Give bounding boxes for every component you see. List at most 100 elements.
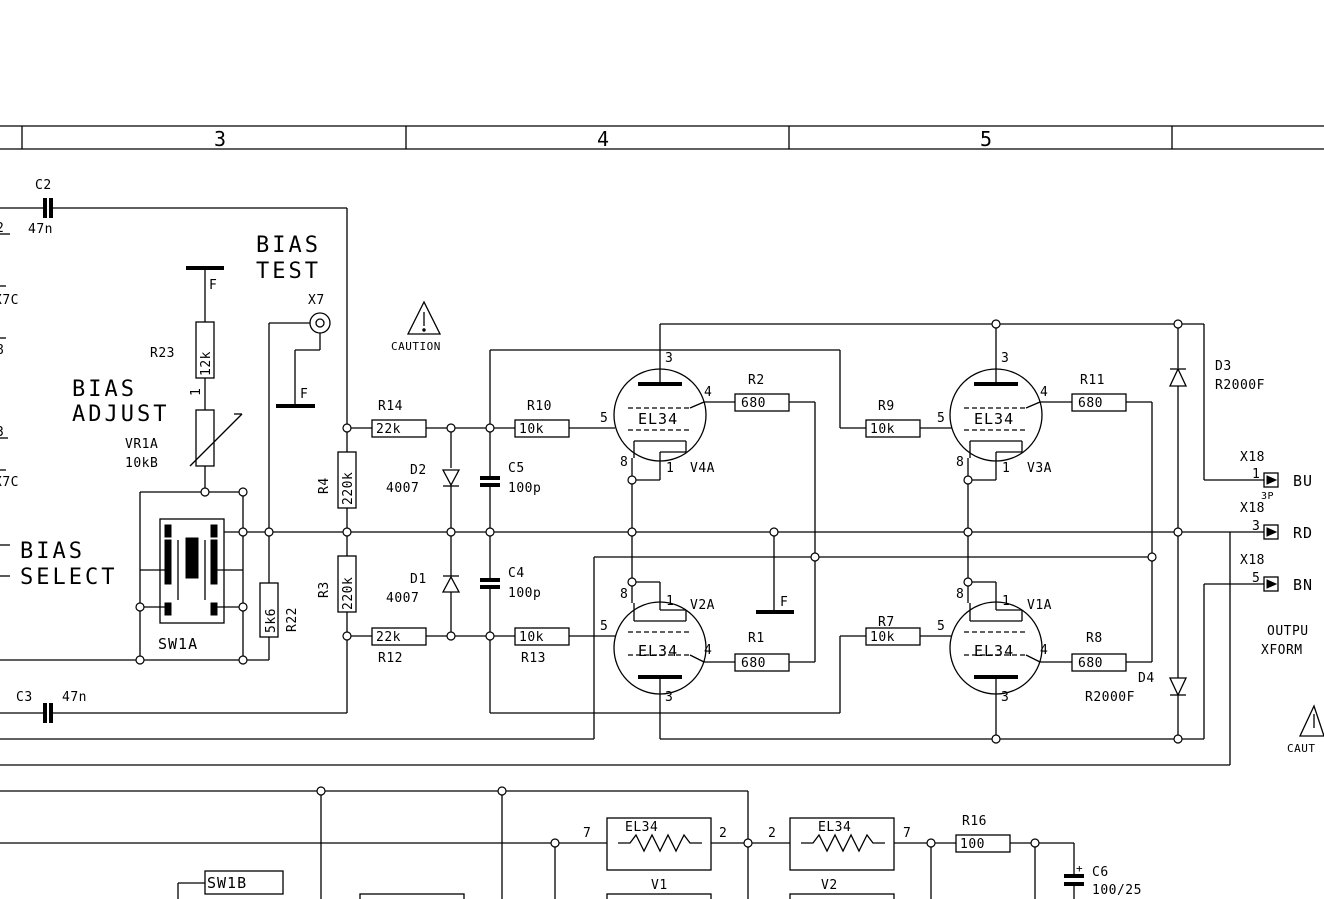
- r4-ref: R4: [317, 477, 332, 494]
- capacitors-c4-c5: C5 100p C4 100p: [480, 350, 541, 713]
- r10-value: 10k: [519, 422, 544, 437]
- v1a-pin-screen: 4: [1040, 643, 1048, 658]
- heater-v2: [789, 817, 895, 871]
- caution-symbol: CAUTION: [391, 300, 442, 353]
- output-xform-line2: XFORM: [1261, 643, 1303, 658]
- column-label-5: 5: [980, 127, 992, 151]
- heater-v1: [606, 817, 712, 871]
- heater-v2-pin-right: 7: [903, 826, 911, 841]
- v4a-pin-cathode: 8: [620, 455, 628, 470]
- r3-ref: R3: [317, 581, 332, 598]
- bias-bus: F: [347, 531, 1180, 614]
- cathode-links: [631, 480, 969, 582]
- heater-v1-ref: V1: [651, 878, 668, 893]
- column-label-3: 3: [214, 127, 226, 151]
- x18-pin-1-name: BU: [1293, 472, 1313, 490]
- bias-test-label-line1: BIAS: [256, 233, 321, 258]
- v1a-pin-anode: 3: [1001, 690, 1009, 705]
- r7-ref: R7: [878, 615, 895, 630]
- d4-value: R2000F: [1085, 690, 1135, 705]
- column-label-4: 4: [597, 127, 609, 151]
- vr1a-ref: VR1A: [125, 437, 158, 452]
- r9-value: 10k: [870, 422, 895, 437]
- diode-d4: [1168, 677, 1188, 697]
- bias-select-label-line2: SELECT: [20, 565, 117, 590]
- heater-v1-pin-left: 7: [583, 826, 591, 841]
- r8-ref: R8: [1086, 631, 1103, 646]
- v3a-ref: V3A: [1027, 461, 1052, 476]
- caution-right-label: CAUT: [1287, 742, 1316, 755]
- sw1b-ref: SW1B: [207, 874, 247, 892]
- screen-resistors: 680 R2 680 R1 680 R11 680 R8: [0, 373, 1153, 740]
- tube-v1a: EL34 V1A 3 4 5 8 1: [937, 581, 1072, 739]
- x18-pin-5-name: BN: [1293, 576, 1313, 594]
- v2a-pin-anode: 3: [665, 690, 673, 705]
- r23-value: 12k: [199, 351, 214, 376]
- v2a-ref: V2A: [690, 598, 715, 613]
- d1-ref: D1: [410, 572, 427, 587]
- bias-select-label-line1: BIAS: [20, 539, 85, 564]
- r11-value: 680: [1078, 396, 1103, 411]
- c3-ref: C3: [16, 690, 33, 705]
- r8-value: 680: [1078, 656, 1103, 671]
- v4a-pin-grid: 5: [600, 411, 608, 426]
- r7-value: 10k: [870, 630, 895, 645]
- sheet-frame: 3 4 5: [0, 125, 1324, 151]
- grid-resistors: 10k R10 10k R13 10k R9 10k R7: [490, 349, 952, 714]
- v4a-ref: V4A: [690, 461, 715, 476]
- x18-pin-3-num: 3: [1252, 519, 1260, 534]
- d2-ref: D2: [410, 463, 427, 478]
- v1a-pin-cathode: 8: [956, 587, 964, 602]
- left-edge-labels: 2 X7C 8 3 X7C: [0, 221, 19, 490]
- v3a-pin-screen: 4: [1040, 385, 1048, 400]
- x7-ref: X7: [308, 293, 325, 308]
- r1-value: 680: [741, 656, 766, 671]
- v2a-pin-suppressor: 1: [666, 594, 674, 609]
- d3-ref: D3: [1215, 359, 1232, 374]
- output-connector-x18: X18 1 BU 3P X18 3 RD X18 5 BN OUTPU XFOR…: [1240, 450, 1324, 755]
- x18-ref-2: X18: [1240, 501, 1265, 516]
- c5-ref: C5: [508, 461, 525, 476]
- v2a-type: EL34: [638, 642, 678, 660]
- r13-value: 10k: [519, 630, 544, 645]
- x18-ref-3: X18: [1240, 553, 1265, 568]
- resistor-r22-group: 5k6 R22: [259, 532, 300, 660]
- x18-pin-5-num: 5: [1252, 571, 1260, 586]
- sw1a-ref: SW1A: [158, 635, 198, 653]
- r2-value: 680: [741, 396, 766, 411]
- vr1a-value: 10kB: [125, 456, 158, 471]
- left-label-x7c-1: X7C: [0, 293, 19, 308]
- capacitor-c2: C2 47n: [0, 178, 348, 428]
- r16-value: 100: [960, 837, 985, 852]
- bias-test-label-line2: TEST: [256, 259, 321, 284]
- c6-ref: C6: [1092, 865, 1109, 880]
- v2a-pin-cathode: 8: [620, 587, 628, 602]
- junctions: [135, 319, 1183, 848]
- x18-pin-1-num: 1: [1252, 467, 1260, 482]
- heater-v2-type: EL34: [818, 820, 851, 835]
- r4-value: 220k: [341, 472, 356, 505]
- capacitor-c3: C3 47n: [0, 636, 348, 723]
- r12-ref: R12: [378, 651, 403, 666]
- v1a-type: EL34: [974, 642, 1014, 660]
- tube-v4a: EL34 V4A 3 4 5 8 1: [600, 324, 735, 481]
- r9-ref: R9: [878, 399, 895, 414]
- r22-ref: R22: [285, 607, 300, 632]
- left-label-2: 2: [0, 221, 4, 236]
- bias-adjust-label-line1: BIAS: [72, 377, 137, 402]
- x7-jack-icon: [309, 312, 331, 334]
- x18-pin-3-name: RD: [1293, 524, 1313, 542]
- caution-label: CAUTION: [391, 340, 441, 353]
- caution-right-triangle-icon: [1298, 704, 1324, 737]
- d3-value: R2000F: [1215, 378, 1265, 393]
- r14-value: 22k: [376, 422, 401, 437]
- c2-ref: C2: [35, 178, 52, 193]
- tube-v3a: EL34 V3A 3 4 5 8 1: [937, 324, 1072, 481]
- heater-v2-ref: V2: [821, 878, 838, 893]
- v2a-pin-grid: 5: [600, 619, 608, 634]
- v3a-pin-suppressor: 1: [1002, 461, 1010, 476]
- r1-ref: R1: [748, 631, 765, 646]
- v4a-pin-anode: 3: [665, 351, 673, 366]
- diode-d2: [441, 469, 461, 487]
